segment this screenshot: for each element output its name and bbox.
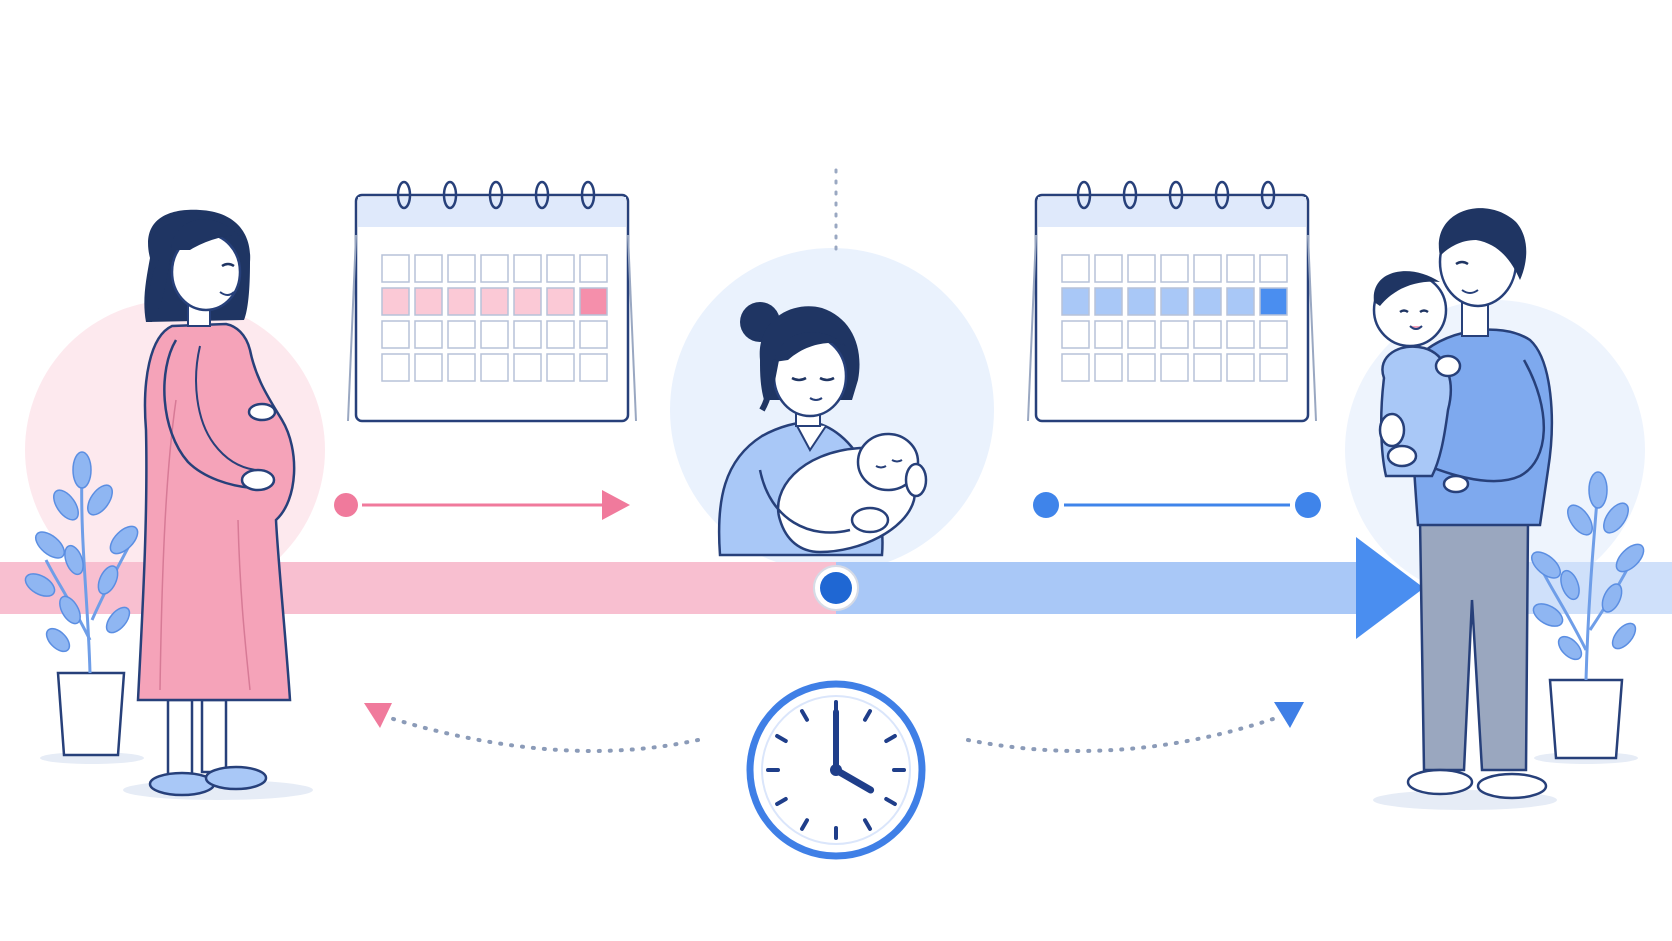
paternity-calendar-icon [1027, 180, 1317, 423]
clock-tick [775, 797, 788, 806]
dotted-arc-left-arrow-icon [364, 703, 392, 728]
paternity-period-line [1033, 492, 1321, 518]
calendar-day-cell [546, 254, 575, 283]
calendar-day-cell [546, 320, 575, 349]
calendar-day-cell [381, 320, 410, 349]
dotted-arc-right [966, 716, 1278, 753]
calendar-day-cell [513, 320, 542, 349]
calendar-day-cell [579, 320, 608, 349]
calendar-day-cell [1259, 287, 1288, 316]
calendar-ring [396, 180, 412, 210]
calendar-day-cell [546, 353, 575, 382]
calendar-day-cell [414, 287, 443, 316]
calendar-day-cell [1226, 254, 1255, 283]
calendar-day-cell [414, 254, 443, 283]
calendar-ring [1214, 180, 1230, 210]
calendar-day-cell [1160, 353, 1189, 382]
calendar-day-cell [1193, 353, 1222, 382]
calendar-day-cell [546, 287, 575, 316]
calendar-day-cell [1127, 287, 1156, 316]
timeline-arrowhead [1356, 537, 1424, 639]
calendar-stand [1027, 234, 1037, 422]
calendar-day-cell [1226, 287, 1255, 316]
clock-tick [775, 734, 788, 743]
calendar-day-cell [579, 353, 608, 382]
calendar-day-cell [1094, 287, 1123, 316]
calendar-ring [580, 180, 596, 210]
maternity-timeline-band [0, 562, 836, 614]
calendar-day-cell [1259, 353, 1288, 382]
calendar-day-cell [1094, 320, 1123, 349]
calendar-day-cell [1061, 287, 1090, 316]
calendar-day-cell [579, 254, 608, 283]
calendar-day-cell [1061, 254, 1090, 283]
calendar-day-cell [447, 320, 476, 349]
clock-tick [863, 709, 872, 722]
calendar-day-cell [447, 353, 476, 382]
calendar-ring [534, 180, 550, 210]
clock-tick [800, 709, 809, 722]
calendar-day-cell [513, 353, 542, 382]
calendar-day-cell [480, 254, 509, 283]
calendar-day-cell [1259, 254, 1288, 283]
calendar-day-cell [381, 287, 410, 316]
calendar-ring [1168, 180, 1184, 210]
calendar-day-cell [1193, 287, 1222, 316]
pregnant-woman-icon [123, 209, 313, 800]
plant-left-icon [24, 451, 144, 764]
calendar-day-cell [447, 287, 476, 316]
paternity-timeline-band [836, 562, 1356, 614]
calendar-stand [347, 234, 357, 422]
calendar-day-cell [1160, 254, 1189, 283]
clock-tick [800, 818, 809, 831]
calendar-day-cell [1226, 353, 1255, 382]
calendar-day-cell [480, 353, 509, 382]
calendar-ring [1076, 180, 1092, 210]
calendar-day-cell [1160, 320, 1189, 349]
calendar-day-cell [1226, 320, 1255, 349]
calendar-day-cell [447, 254, 476, 283]
clock-icon [746, 680, 926, 860]
calendar-stand [627, 234, 637, 422]
calendar-day-cell [1094, 254, 1123, 283]
clock-tick [884, 734, 897, 743]
calendar-day-cell [513, 287, 542, 316]
calendar-day-cell [381, 254, 410, 283]
calendar-day-cell [1094, 353, 1123, 382]
birth-marker-dot [820, 572, 852, 604]
calendar-day-cell [1193, 254, 1222, 283]
dotted-arc-left [388, 716, 700, 753]
calendar-day-cell [414, 320, 443, 349]
calendar-day-cell [1259, 320, 1288, 349]
dotted-arc-right-arrow-icon [1274, 702, 1304, 728]
clock-hour-hand [832, 766, 875, 794]
maternity-period-arrow [334, 490, 630, 520]
calendar-day-cell [480, 287, 509, 316]
calendar-day-cell [579, 287, 608, 316]
calendar-ring [1260, 180, 1276, 210]
calendar-day-cell [381, 353, 410, 382]
calendar-stand [1307, 234, 1317, 422]
calendar-ring [488, 180, 504, 210]
mother-newborn-icon [717, 302, 928, 557]
father-baby-icon [1372, 208, 1557, 810]
calendar-day-cell [1160, 287, 1189, 316]
clock-tick [863, 818, 872, 831]
calendar-day-cell [480, 320, 509, 349]
calendar-day-cell [1127, 320, 1156, 349]
calendar-day-cell [414, 353, 443, 382]
calendar-day-cell [1127, 353, 1156, 382]
calendar-day-cell [1193, 320, 1222, 349]
calendar-ring [1122, 180, 1138, 210]
plant-right-icon [1531, 471, 1645, 764]
maternity-calendar-icon [347, 180, 637, 423]
calendar-day-cell [1061, 320, 1090, 349]
clock-tick [884, 797, 897, 806]
calendar-day-cell [513, 254, 542, 283]
calendar-ring [442, 180, 458, 210]
calendar-day-cell [1061, 353, 1090, 382]
calendar-day-cell [1127, 254, 1156, 283]
